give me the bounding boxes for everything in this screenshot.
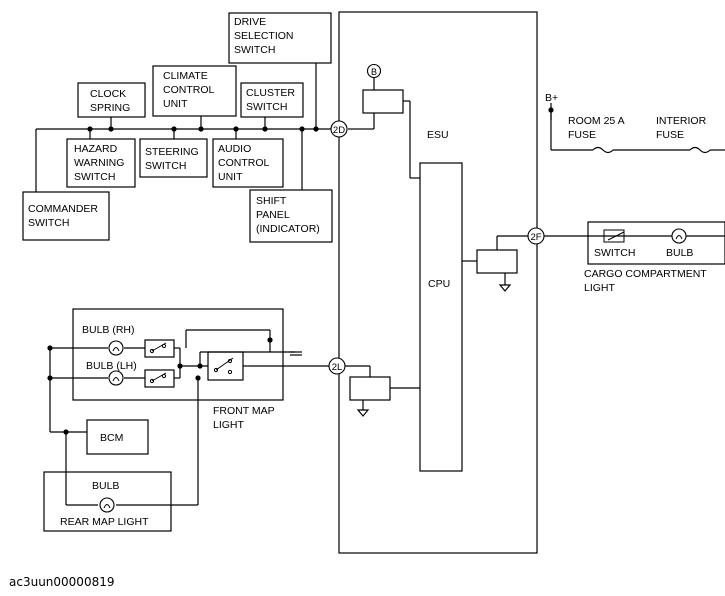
bulb-lh-label: BULB (LH) <box>86 360 137 372</box>
svg-text:INTERIOR: INTERIOR <box>656 115 707 127</box>
audio-control-unit-label: AUDIO CONTROL UNIT <box>218 143 269 183</box>
cpu-label: CPU <box>428 278 450 290</box>
svg-text:CONTROL: CONTROL <box>218 157 269 169</box>
clock-spring-label: CLOCK SPRING <box>90 88 130 114</box>
svg-text:UNIT: UNIT <box>218 171 243 183</box>
cpu-box <box>419 162 463 472</box>
svg-text:ROOM 25 A: ROOM 25 A <box>568 115 625 127</box>
cluster-switch-box <box>240 82 304 118</box>
front-map-light-box <box>72 308 284 401</box>
bcm-label: BCM <box>100 432 123 444</box>
svg-text:STEERING: STEERING <box>145 146 199 158</box>
drive-selection-switch-box <box>228 12 332 64</box>
svg-text:SWITCH: SWITCH <box>234 44 275 56</box>
climate-control-unit-box <box>152 65 237 117</box>
connector-2f-label: 2F <box>530 232 541 243</box>
connector-2f <box>527 227 545 245</box>
svg-text:SWITCH: SWITCH <box>246 101 287 113</box>
svg-text:CONTROL: CONTROL <box>163 84 214 96</box>
svg-text:(INDICATOR): (INDICATOR) <box>256 223 320 235</box>
commander-switch-label: COMMANDER SWITCH <box>28 203 98 229</box>
rear-map-light-label: REAR MAP LIGHT <box>60 516 149 528</box>
svg-text:SHIFT: SHIFT <box>256 195 287 207</box>
esu-input-box-2l <box>349 376 391 401</box>
rear-map-bulb-label: BULB <box>92 480 119 492</box>
svg-text:CLIMATE: CLIMATE <box>163 70 208 82</box>
svg-text:AUDIO: AUDIO <box>218 143 251 155</box>
shift-panel-label: SHIFT PANEL (INDICATOR) <box>256 195 320 235</box>
connector-2d-label: 2D <box>333 125 345 136</box>
svg-text:DRIVE: DRIVE <box>234 16 266 28</box>
connector-2l-label: 2L <box>332 362 343 373</box>
shift-panel-box <box>249 189 333 243</box>
hazard-warning-switch-box <box>66 138 136 188</box>
svg-text:LIGHT: LIGHT <box>213 419 245 431</box>
svg-text:PANEL: PANEL <box>256 209 290 221</box>
svg-text:FRONT MAP: FRONT MAP <box>213 405 275 417</box>
esu-label: ESU <box>427 129 449 141</box>
svg-text:SELECTION: SELECTION <box>234 30 294 42</box>
audio-control-unit-box <box>212 138 284 188</box>
front-map-light-label: FRONT MAP LIGHT <box>213 405 275 431</box>
figure-id-caption: ac3uun00000819 <box>9 575 115 589</box>
svg-text:LIGHT: LIGHT <box>584 282 616 294</box>
room-fuse-label: ROOM 25 A FUSE <box>568 115 625 141</box>
bulb-rh-label: BULB (RH) <box>82 324 135 336</box>
front-map-switch-rh <box>144 339 175 358</box>
cargo-compartment-box <box>587 221 725 265</box>
svg-text:SPRING: SPRING <box>90 102 130 114</box>
svg-text:SWITCH: SWITCH <box>74 171 115 183</box>
cargo-switch-label: SWITCH <box>594 247 635 259</box>
front-map-switch-lh <box>144 369 175 388</box>
svg-text:SWITCH: SWITCH <box>28 217 69 229</box>
commander-switch-box <box>22 191 110 241</box>
steering-switch-label: STEERING SWITCH <box>145 146 199 172</box>
svg-text:CLUSTER: CLUSTER <box>246 87 295 99</box>
interior-fuse-label: INTERIOR FUSE <box>656 115 707 141</box>
bcm-box <box>86 419 149 455</box>
esu-box <box>338 11 538 554</box>
svg-text:HAZARD: HAZARD <box>74 143 118 155</box>
svg-text:WARNING: WARNING <box>74 157 124 169</box>
connector-b-label: B <box>371 67 377 77</box>
cargo-compartment-light-label: CARGO COMPARTMENT LIGHT <box>584 268 707 294</box>
connector-2l <box>328 357 346 375</box>
connector-2d <box>330 120 348 138</box>
esu-input-box-2d <box>362 89 404 114</box>
svg-text:CARGO COMPARTMENT: CARGO COMPARTMENT <box>584 268 707 280</box>
svg-text:UNIT: UNIT <box>163 98 188 110</box>
front-map-main-switch <box>207 351 244 381</box>
esu-output-box-2f <box>476 249 518 274</box>
rear-map-light-box <box>43 471 172 532</box>
climate-control-unit-label: CLIMATE CONTROL UNIT <box>163 70 214 110</box>
cluster-switch-label: CLUSTER SWITCH <box>246 87 295 113</box>
hazard-warning-switch-label: HAZARD WARNING SWITCH <box>74 143 124 183</box>
svg-text:CLOCK: CLOCK <box>90 88 126 100</box>
drive-selection-switch-label: DRIVE SELECTION SWITCH <box>234 16 294 56</box>
svg-text:SWITCH: SWITCH <box>145 160 186 172</box>
svg-text:COMMANDER: COMMANDER <box>28 203 98 215</box>
connector-b <box>366 63 382 79</box>
svg-text:FUSE: FUSE <box>568 129 596 141</box>
cargo-bulb-label: BULB <box>666 247 693 259</box>
svg-text:FUSE: FUSE <box>656 129 684 141</box>
b-plus-label: B+ <box>545 92 558 104</box>
